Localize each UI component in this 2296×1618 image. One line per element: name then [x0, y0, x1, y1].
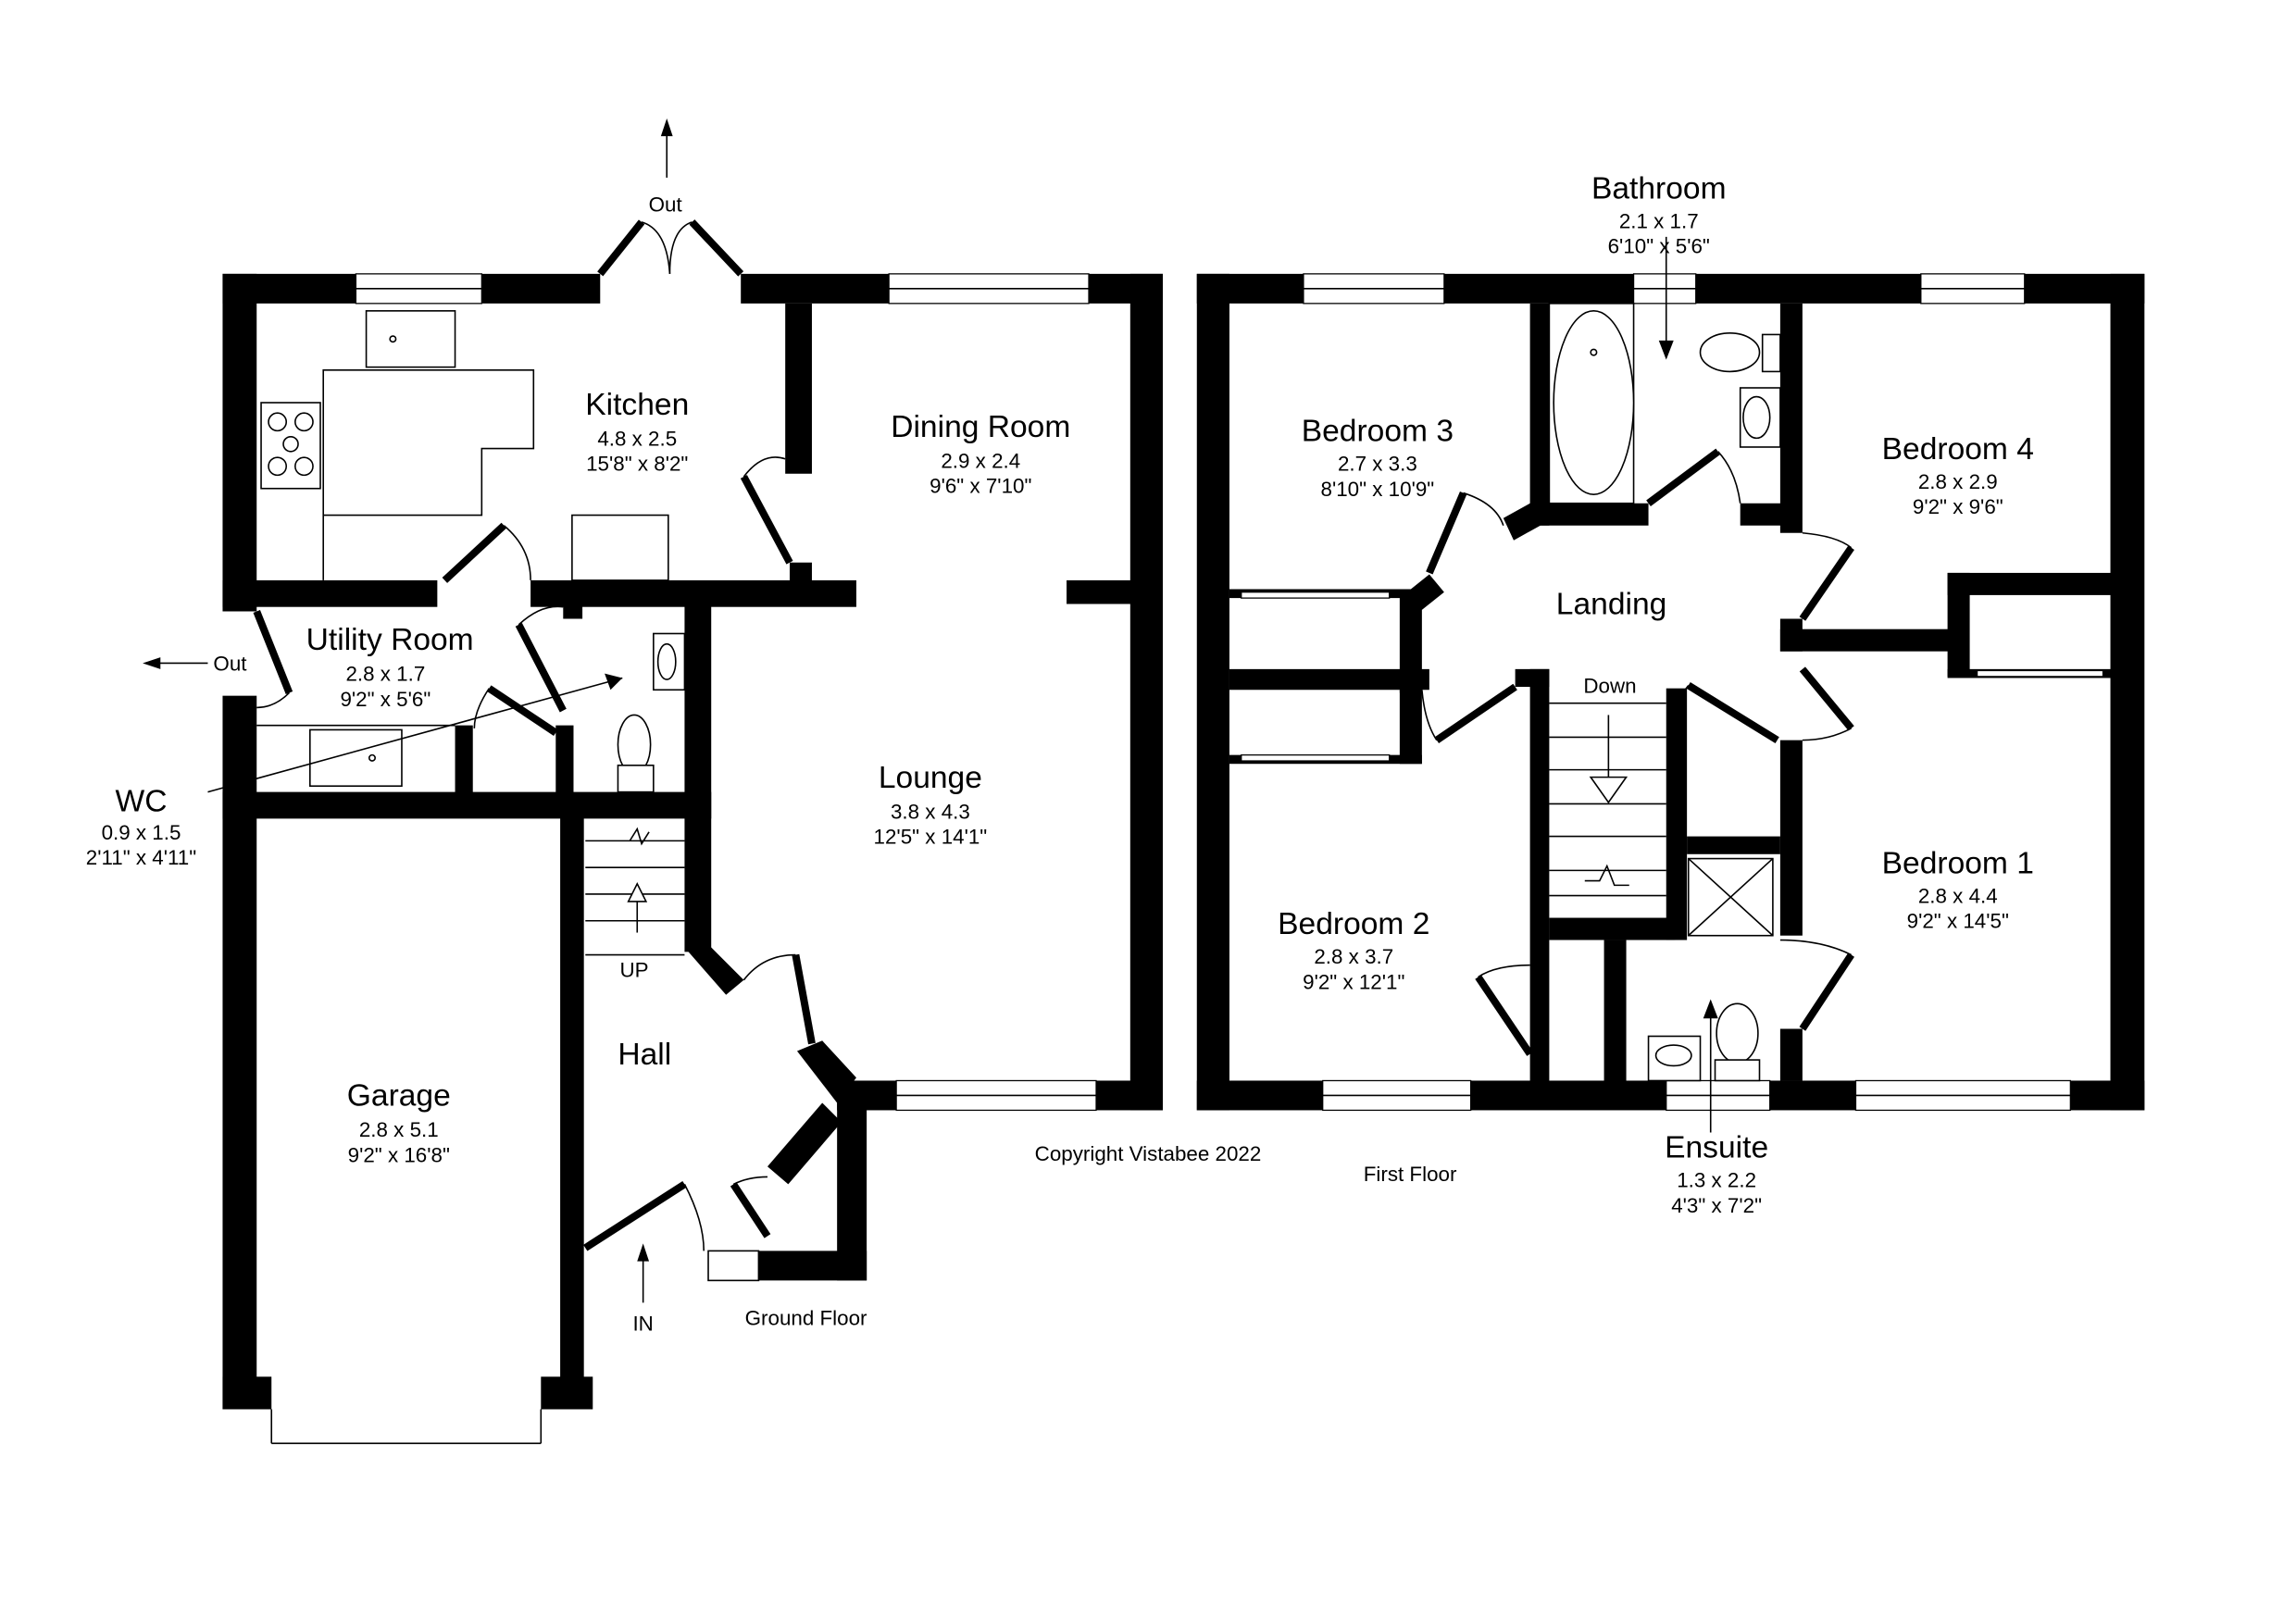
room-metric: 2.8 x 1.7	[345, 663, 425, 686]
kitchen-sink-icon	[365, 310, 456, 368]
room-metric: 2.1 x 1.7	[1619, 209, 1699, 232]
copyright: Copyright Vistabee 2022	[1035, 1142, 1262, 1165]
room-metric: 2.8 x 5.1	[359, 1118, 439, 1141]
room-metric: 1.3 x 2.2	[1677, 1169, 1756, 1192]
room-ensuite: Ensuite 1.3 x 2.2 4'3" x 7'2"	[1665, 1131, 1768, 1217]
room-name: WC	[116, 784, 168, 818]
toilet-icon	[1699, 332, 1761, 373]
room-imperial: 8'10" x 10'9"	[1321, 478, 1435, 501]
room-imperial: 12'5" x 14'1"	[874, 826, 988, 849]
room-garage: Garage 2.8 x 5.1 9'2" x 16'8"	[347, 1079, 451, 1167]
room-name: Bedroom 4	[1882, 432, 2034, 467]
room-metric: 2.9 x 2.4	[941, 449, 1020, 472]
in-label: IN	[632, 1313, 653, 1336]
room-metric: 3.8 x 4.3	[891, 800, 970, 823]
room-kitchen: Kitchen 4.8 x 2.5 15'8" x 8'2"	[585, 388, 689, 476]
room-metric: 2.8 x 2.9	[1918, 470, 1998, 493]
room-name: Bathroom	[1591, 171, 1727, 205]
room-name: Dining Room	[891, 410, 1070, 444]
room-hall: Hall	[618, 1038, 671, 1072]
ground-floor-label: Ground Floor	[745, 1306, 867, 1329]
room-bedroom4: Bedroom 4 2.8 x 2.9 9'2" x 9'6"	[1882, 432, 2034, 518]
room-name: Bedroom 3	[1302, 415, 1454, 449]
bath-icon	[1553, 310, 1635, 495]
room-bedroom3: Bedroom 3 2.7 x 3.3 8'10" x 10'9"	[1302, 415, 1454, 501]
room-imperial: 9'6" x 7'10"	[930, 475, 1031, 498]
room-imperial: 4'3" x 7'2"	[1671, 1194, 1762, 1217]
room-name: Kitchen	[585, 388, 689, 422]
room-imperial: 15'8" x 8'2"	[586, 453, 688, 476]
room-metric: 2.8 x 3.7	[1314, 945, 1393, 968]
room-imperial: 6'10" x 5'6"	[1608, 234, 1710, 257]
toilet-icon	[1716, 1002, 1759, 1064]
room-name: Utility Room	[306, 623, 474, 657]
first-floor-plan: Bathroom 2.1 x 1.7 6'10" x 5'6" Bedroom …	[1196, 171, 2145, 1217]
room-name: Bedroom 1	[1882, 847, 2034, 881]
down-label: Down	[1583, 674, 1636, 697]
up-label: UP	[620, 959, 649, 982]
room-name: Ensuite	[1665, 1131, 1768, 1165]
room-imperial: 9'2" x 9'6"	[1913, 495, 2003, 518]
room-name: Garage	[347, 1079, 451, 1114]
room-bathroom: Bathroom 2.1 x 1.7 6'10" x 5'6"	[1591, 171, 1727, 257]
room-imperial: 9'2" x 12'1"	[1303, 970, 1404, 993]
first-floor-label: First Floor	[1364, 1163, 1457, 1186]
room-bedroom1: Bedroom 1 2.8 x 4.4 9'2" x 14'5"	[1882, 847, 2034, 933]
room-lounge: Lounge 3.8 x 4.3 12'5" x 14'1"	[874, 761, 988, 849]
room-landing: Landing	[1556, 588, 1667, 622]
room-imperial: 9'2" x 5'6"	[340, 688, 430, 711]
room-utility: Utility Room 2.8 x 1.7 9'2" x 5'6"	[306, 623, 474, 711]
stairs-down	[1549, 702, 1666, 897]
room-dining: Dining Room 2.9 x 2.4 9'6" x 7'10"	[891, 410, 1070, 498]
room-metric: 2.8 x 4.4	[1918, 885, 1998, 908]
room-imperial: 2'11" x 4'11"	[86, 846, 196, 869]
room-metric: 0.9 x 1.5	[102, 821, 181, 844]
ground-floor-plan: Out Out UP IN Kitchen 4.8 x 2.5 15'8" x …	[86, 118, 1262, 1445]
room-imperial: 9'2" x 16'8"	[348, 1143, 450, 1166]
out-label: Out	[213, 652, 247, 675]
room-metric: 2.7 x 3.3	[1338, 453, 1417, 476]
utility-sink-icon	[309, 728, 403, 788]
room-metric: 4.8 x 2.5	[597, 427, 677, 450]
room-bedroom2: Bedroom 2 2.8 x 3.7 9'2" x 12'1"	[1278, 907, 1429, 993]
room-imperial: 9'2" x 14'5"	[1907, 910, 2009, 933]
room-wc: WC 0.9 x 1.5 2'11" x 4'11"	[86, 784, 196, 869]
room-name: Bedroom 2	[1278, 907, 1429, 941]
room-name: Lounge	[879, 761, 982, 795]
out-label: Out	[649, 193, 683, 217]
stairs-up	[585, 827, 685, 956]
